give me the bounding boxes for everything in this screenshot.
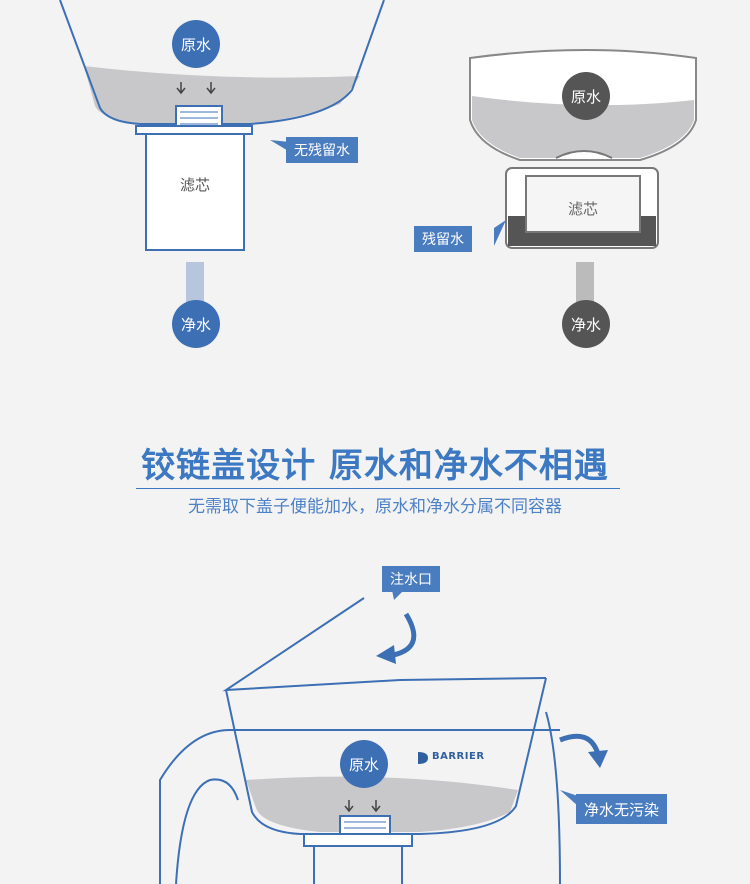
bottom-filter-rim bbox=[303, 833, 413, 847]
headline-title: 铰链盖设计 原水和净水不相遇 bbox=[141, 446, 609, 486]
left-filter-cap bbox=[175, 105, 223, 129]
headline-divider bbox=[136, 488, 620, 489]
reservoir-outline bbox=[225, 677, 547, 835]
down-arrow-icon bbox=[176, 82, 186, 95]
raw-water-label: 原水 bbox=[180, 35, 211, 54]
raw-water-badge: 原水 bbox=[562, 72, 610, 120]
right-tag-pointer bbox=[494, 220, 506, 246]
inlet-tag: 注水口 bbox=[382, 566, 440, 592]
pure-water-badge: 净水 bbox=[172, 300, 220, 348]
pure-water-badge: 净水 bbox=[562, 300, 610, 348]
pitcher-body bbox=[159, 729, 560, 884]
right-filter-top bbox=[555, 150, 613, 159]
raw-water-label: 原水 bbox=[570, 87, 601, 106]
left-tank-outline bbox=[59, 0, 385, 125]
logo-mark-icon bbox=[418, 752, 428, 764]
right-flow-bar bbox=[576, 262, 594, 310]
no-residue-tag: 无残留水 bbox=[286, 137, 358, 163]
residue-tag: 残留水 bbox=[414, 226, 472, 252]
brand-logo: BARRIER bbox=[432, 751, 485, 762]
down-arrow-icon bbox=[344, 800, 354, 813]
filter-label: 滤芯 bbox=[567, 200, 598, 218]
pure-water-label: 净水 bbox=[570, 315, 601, 334]
reservoir-water bbox=[246, 776, 518, 832]
inlet-tag-pointer bbox=[392, 590, 404, 600]
pure-water-label: 净水 bbox=[180, 315, 211, 334]
headline-subtitle: 无需取下盖子便能加水，原水和净水分属不同容器 bbox=[188, 497, 562, 517]
raw-water-badge: 原水 bbox=[172, 20, 220, 68]
hinged-lid bbox=[222, 597, 547, 692]
left-filter-body bbox=[145, 133, 245, 251]
left-jug-diagram bbox=[59, 0, 385, 310]
right-filter-body bbox=[525, 175, 641, 233]
pollution-tag-pointer bbox=[560, 790, 578, 806]
pour-out-arrow-icon bbox=[559, 733, 601, 755]
left-tag-pointer bbox=[270, 140, 290, 152]
filter-label: 滤芯 bbox=[179, 176, 210, 194]
raw-water-label: 原水 bbox=[348, 755, 379, 774]
bottom-filter-body bbox=[313, 846, 403, 884]
right-tank-water bbox=[472, 96, 694, 158]
bottom-pitcher-diagram bbox=[159, 590, 608, 884]
left-flow-bar bbox=[186, 262, 204, 310]
no-pollution-tag: 净水无污染 bbox=[576, 794, 668, 824]
left-tank-water bbox=[84, 66, 360, 124]
left-filter-rim bbox=[135, 125, 253, 135]
raw-water-badge: 原水 bbox=[340, 740, 388, 788]
down-arrow-icon bbox=[206, 82, 216, 95]
pitcher-handle bbox=[175, 778, 239, 884]
pitcher-spout-edge bbox=[545, 711, 561, 884]
down-arrow-icon bbox=[371, 800, 381, 813]
